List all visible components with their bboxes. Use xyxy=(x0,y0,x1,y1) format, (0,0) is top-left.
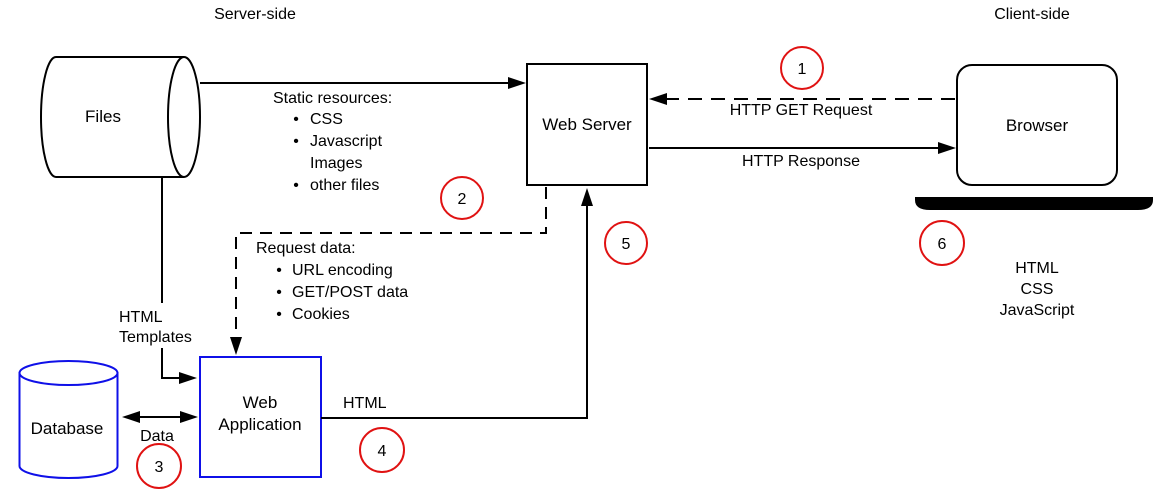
client-side-title: Client-side xyxy=(994,6,1070,23)
database-label: Database xyxy=(31,419,104,438)
files-cylinder-cap xyxy=(167,56,201,178)
step-5-circle xyxy=(604,221,648,265)
step-4-badge: 4 xyxy=(359,427,405,473)
client-stack-line-1: CSS xyxy=(1021,281,1054,298)
request-data-bullet-0: • xyxy=(276,262,282,279)
request-data-bullet-2: • xyxy=(276,306,282,323)
request-data-bullet-1: • xyxy=(276,284,282,301)
static-resources-item-1: Javascript xyxy=(310,133,383,150)
request-data-label: Request data: • URL encoding • GET/POST … xyxy=(256,240,408,323)
step-4-number: 4 xyxy=(378,443,387,460)
step-1-badge: 1 xyxy=(780,46,824,90)
web-application-label-line1: Web xyxy=(243,393,278,412)
files-cylinder-body-outline xyxy=(40,56,184,178)
laptop-base-bar xyxy=(915,197,1153,210)
step-5-number: 5 xyxy=(622,236,631,253)
web-server-node: Web Server xyxy=(526,63,648,186)
html-templates-arrow xyxy=(161,348,197,384)
step-6-number: 6 xyxy=(938,236,947,253)
step-1-number: 1 xyxy=(798,61,807,78)
browser-node: Browser xyxy=(956,64,1118,186)
step-2-badge: 2 xyxy=(440,176,484,220)
web-server-box xyxy=(526,63,648,186)
browser-label: Browser xyxy=(1006,116,1069,135)
files-label: Files xyxy=(85,107,121,126)
request-data-item-0: URL encoding xyxy=(292,262,393,279)
static-resources-bullet-3: • xyxy=(293,177,299,194)
request-data-title: Request data: xyxy=(256,240,356,257)
step-6-circle xyxy=(919,220,965,266)
client-stack-label: HTML CSS JavaScript xyxy=(1000,260,1075,319)
request-data-item-1: GET/POST data xyxy=(292,284,408,301)
step-5-badge: 5 xyxy=(604,221,648,265)
client-stack-line-0: HTML xyxy=(1015,260,1059,277)
html-templates-label-line1: HTML xyxy=(119,309,163,326)
http-response-label: HTTP Response xyxy=(742,153,860,170)
html-templates-label: HTML Templates xyxy=(119,309,192,346)
database-node: Database xyxy=(18,360,119,479)
web-application-label-line2: Application xyxy=(218,415,301,434)
step-6-badge: 6 xyxy=(919,220,965,266)
database-cylinder-top xyxy=(18,360,119,386)
files-cylinder-body-fill xyxy=(41,57,184,177)
server-side-title: Server-side xyxy=(214,6,296,23)
static-resources-item-0: CSS xyxy=(310,111,343,128)
web-application-node: Web Application xyxy=(199,356,322,478)
request-data-item-2: Cookies xyxy=(292,306,350,323)
browser-box xyxy=(956,64,1118,186)
static-resources-bullet-1: • xyxy=(293,133,299,150)
html-label: HTML xyxy=(343,395,387,412)
static-resources-item-2: Images xyxy=(310,155,362,172)
client-stack-line-2: JavaScript xyxy=(1000,302,1075,319)
request-data-arrow xyxy=(230,187,547,355)
http-get-request-label: HTTP GET Request xyxy=(730,102,873,119)
step-1-circle xyxy=(780,46,824,90)
static-resources-item-3: other files xyxy=(310,177,379,194)
data-label: Data xyxy=(140,428,174,445)
step-3-circle xyxy=(136,443,182,489)
static-resources-title: Static resources: xyxy=(273,90,392,107)
html-arrow xyxy=(321,188,593,419)
database-cylinder-body xyxy=(18,372,119,479)
web-server-label: Web Server xyxy=(542,115,632,134)
step-2-number: 2 xyxy=(458,191,467,208)
step-3-number: 3 xyxy=(155,459,164,476)
html-templates-label-line2: Templates xyxy=(119,329,192,346)
static-resources-label: Static resources: • CSS • Javascript Ima… xyxy=(273,90,392,194)
static-resources-bullet-0: • xyxy=(293,111,299,128)
files-node: Files xyxy=(40,56,201,178)
step-4-circle xyxy=(359,427,405,473)
step-2-circle xyxy=(440,176,484,220)
step-3-badge: 3 xyxy=(136,443,182,489)
